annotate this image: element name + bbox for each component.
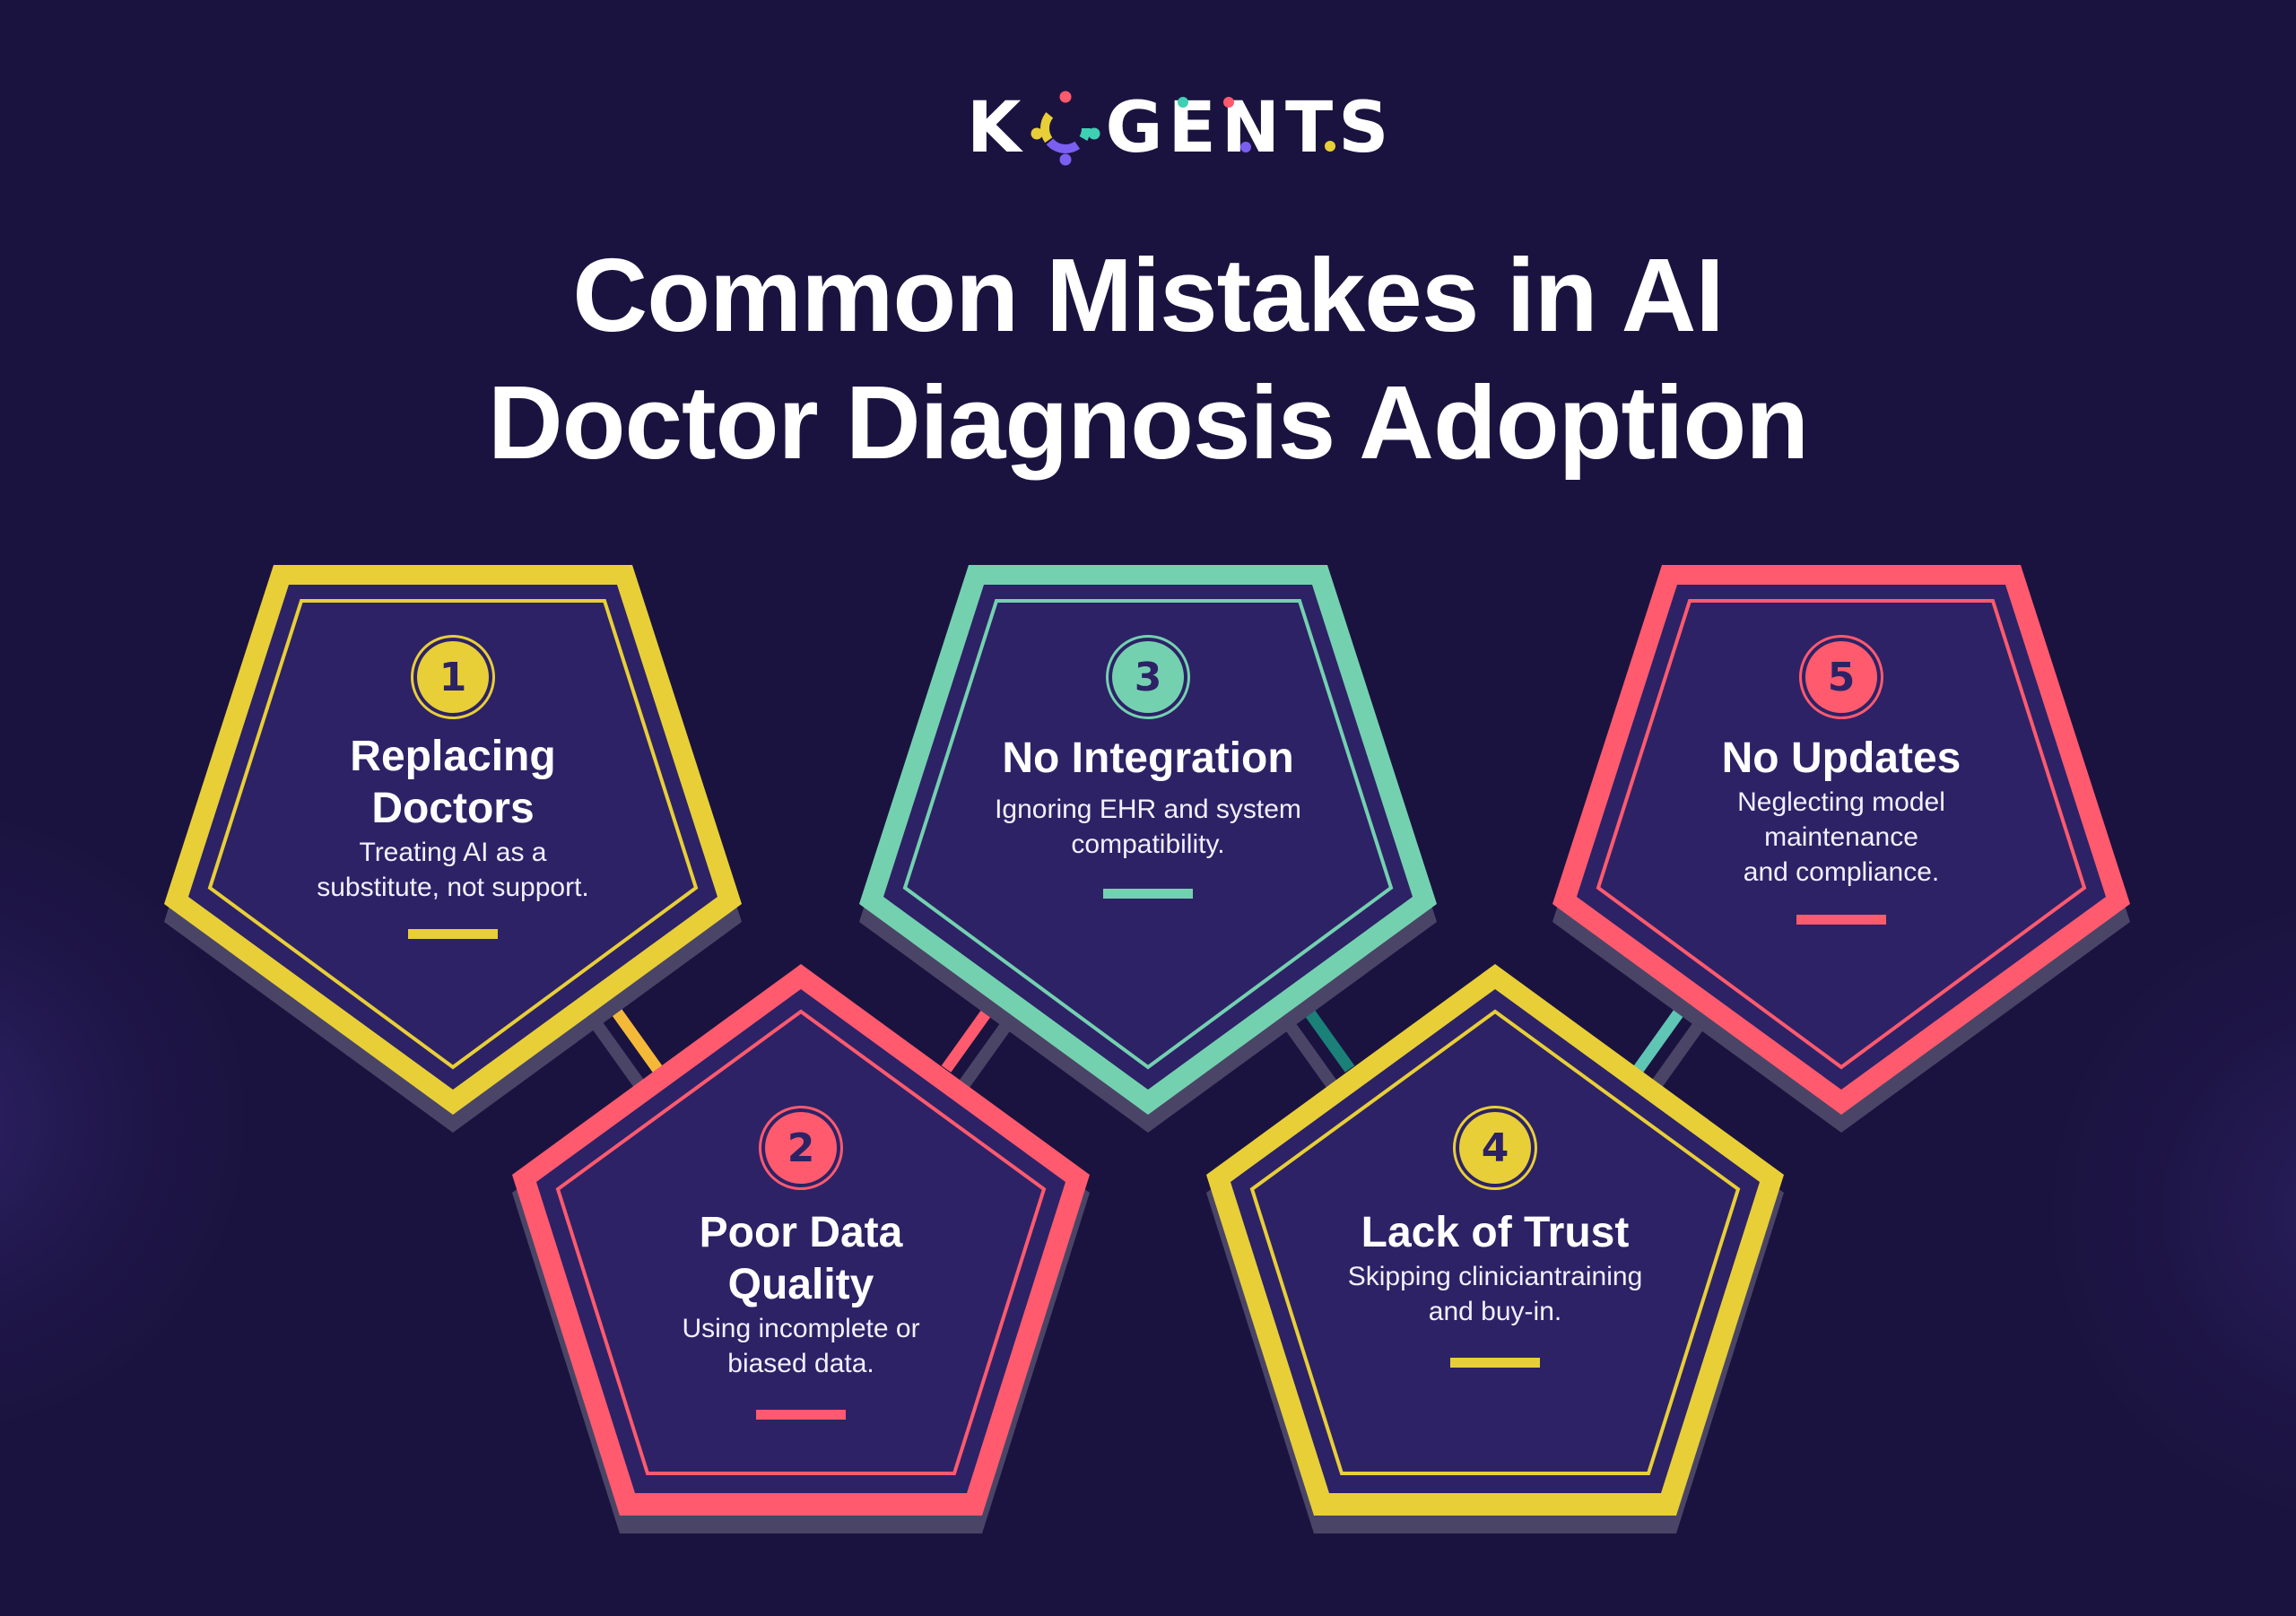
step-card-3: 3 No Integration Ignoring EHR and system… [915, 635, 1381, 899]
pentagon-1 [164, 565, 742, 1133]
people-circle-icon [1031, 91, 1100, 166]
logo-letter-k: K [967, 88, 1027, 169]
pentagon-4 [1206, 964, 1784, 1533]
pentagon-2 [512, 964, 1090, 1533]
step-title: Replacing Doctors [350, 733, 556, 832]
step-title: Lack of Trust [1361, 1209, 1630, 1256]
pentagon-3 [859, 565, 1437, 1133]
step-card-1: 1 Replacing Doctors Treating AI as a sub… [220, 635, 686, 939]
logo-accent-dots [1178, 97, 1335, 152]
accent-dash [756, 1410, 846, 1420]
page-title: Common Mistakes in AI Doctor Diagnosis A… [0, 231, 2296, 486]
accent-dash [1796, 915, 1886, 925]
step-card-5: 5 No Updates Neglecting model maintenanc… [1608, 635, 2074, 925]
step-description: Treating AI as a substitute, not support… [317, 838, 589, 902]
title-line-1: Common Mistakes in AI [572, 237, 1724, 353]
step-card-2: 2 Poor Data Quality Using incomplete or … [568, 1106, 1034, 1420]
accent-dash [408, 929, 498, 939]
step-number-badge: 1 [411, 635, 495, 719]
step-description: Skipping cliniciantraining and buy-in. [1347, 1262, 1643, 1326]
step-title: No Updates [1721, 734, 1961, 782]
step-number-badge: 3 [1106, 635, 1190, 719]
step-number-badge: 5 [1799, 635, 1883, 719]
pentagon-5 [1552, 565, 2130, 1133]
kogents-logo: K GENTS [967, 88, 1394, 169]
step-description: Using incomplete or biased data. [682, 1314, 920, 1378]
step-number-badge: 2 [759, 1106, 843, 1190]
title-line-2: Doctor Diagnosis Adoption [487, 364, 1809, 481]
step-card-4: 4 Lack of Trust Skipping cliniciantraini… [1262, 1106, 1728, 1368]
step-number-badge: 4 [1453, 1106, 1537, 1190]
accent-dash [1450, 1358, 1540, 1368]
step-title: No Integration [1002, 734, 1294, 782]
step-description: Ignoring EHR and system compatibility. [995, 795, 1301, 859]
accent-dash [1103, 889, 1193, 899]
step-description: Neglecting model maintenance and complia… [1737, 787, 1945, 887]
step-title: Poor Data Quality [699, 1209, 903, 1308]
